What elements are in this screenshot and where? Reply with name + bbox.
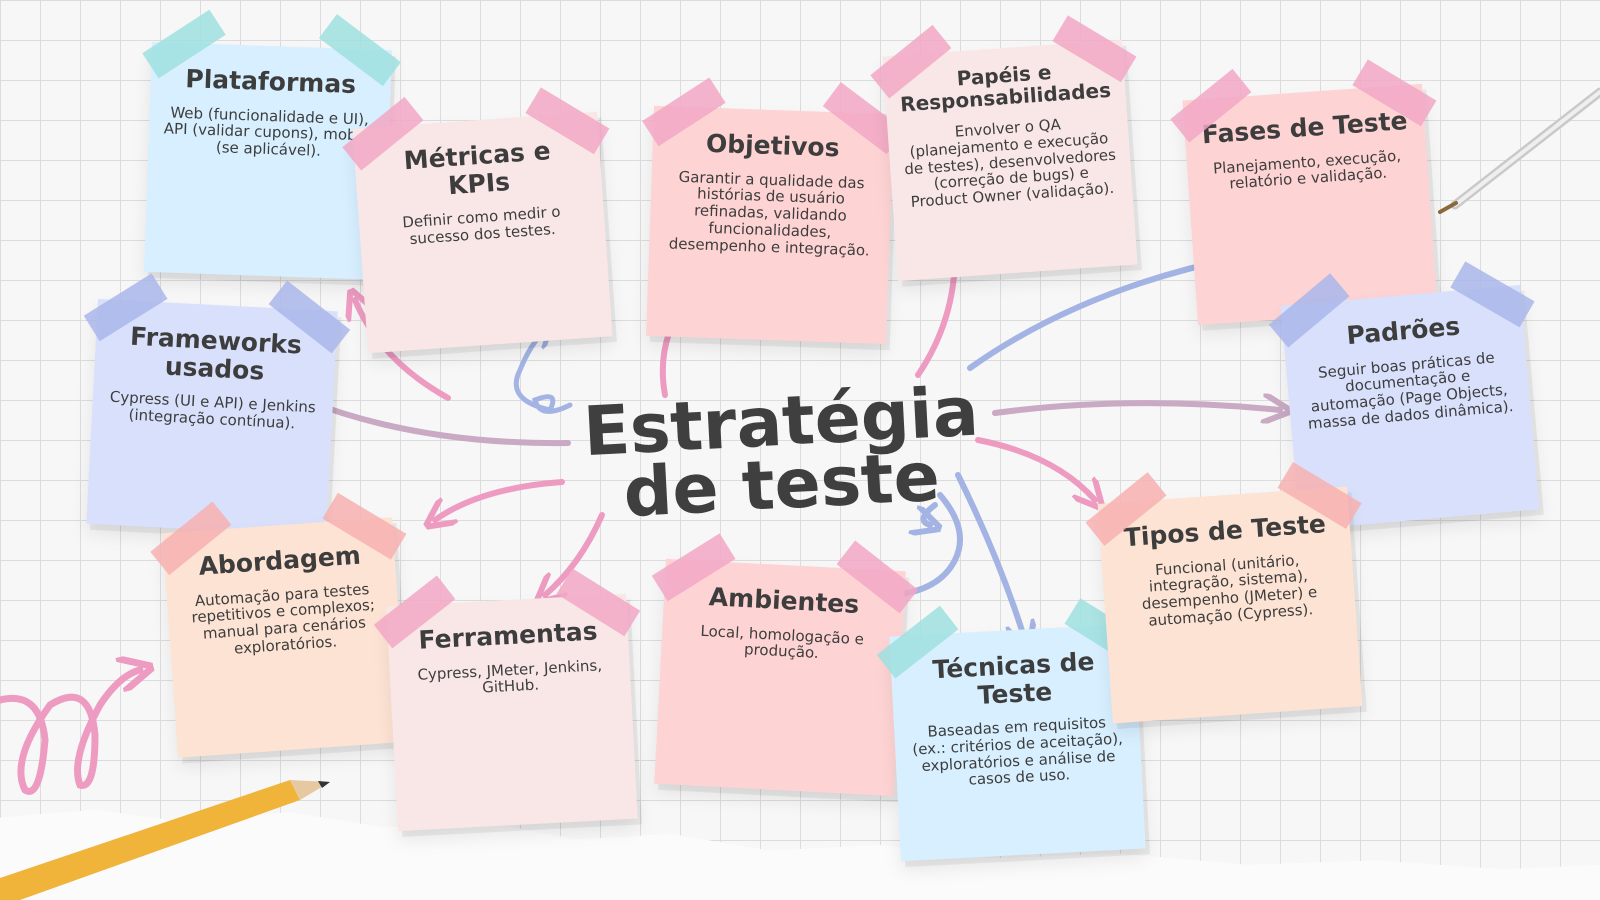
arrow-to-metricas-loop <box>513 330 573 414</box>
arrow-to-abordagem <box>435 479 565 520</box>
note-text: Cypress (UI e API) e Jenkins (integração… <box>109 387 317 433</box>
note-text: Planejamento, execução, relatório e vali… <box>1212 146 1402 193</box>
note-text: Baseadas em requisitos (ex.: critérios d… <box>911 713 1124 789</box>
note-abordagem: Abordagem Automação para testes repetiti… <box>150 492 408 758</box>
note-tipos: Tipos de Teste Funcional (unitário, inte… <box>1085 462 1363 724</box>
main-title: Estratégia de teste <box>582 373 981 533</box>
note-tecnicas: Técnicas de Teste Baseadas em requisitos… <box>876 598 1149 862</box>
note-title: Abordagem <box>197 540 362 581</box>
arrow-to-tecnicas <box>955 472 1025 640</box>
note-text: Local, homologação e produção. <box>700 621 865 663</box>
note-title: Ferramentas <box>417 616 599 655</box>
note-title: Padrões <box>1345 311 1462 351</box>
note-title: Objetivos <box>705 128 841 163</box>
arrow-to-metricas <box>355 300 451 401</box>
note-title: Frameworks usados <box>129 321 303 386</box>
arrow-to-ambientes <box>892 492 963 598</box>
arrow-to-ferramentas <box>545 512 605 595</box>
note-text: Seguir boas práticas de documentação e a… <box>1307 347 1515 433</box>
note-ferramentas: Ferramentas Cypress, JMeter, Jenkins, Gi… <box>373 568 641 832</box>
note-title: Tipos de Teste <box>1122 509 1327 553</box>
doodle-loop-arrow <box>0 670 140 795</box>
note-title: Técnicas de Teste <box>931 646 1096 710</box>
pencil-icon <box>0 780 330 900</box>
note-title: Plataformas <box>184 64 357 100</box>
note-text: Envolver o QA (planejamento e execução d… <box>903 115 1117 212</box>
arrow-to-padroes <box>992 403 1280 413</box>
note-title: Ambientes <box>708 582 860 620</box>
note-text: Funcional (unitário, integração, sistema… <box>1141 550 1318 630</box>
arrow-to-tipos <box>975 437 1095 500</box>
note-papeis: Papéis e Responsabilidades Envolver o QA… <box>870 15 1138 282</box>
note-objetivos: Objetivos Garantir a qualidade das histó… <box>642 77 905 345</box>
note-text: Automação para testes repetitivos e comp… <box>190 579 376 658</box>
note-title: Métricas e KPIs <box>402 136 552 200</box>
note-ambientes: Ambientes Local, homologação e produção. <box>651 533 919 797</box>
note-text: Web (funcionalidade e UI), API (validar … <box>163 103 375 160</box>
note-text: Cypress, JMeter, Jenkins, GitHub. <box>417 655 603 697</box>
arrow-to-frameworks <box>305 400 571 447</box>
title-line-2: de teste <box>621 437 942 533</box>
note-title: Fases de Teste <box>1200 106 1409 150</box>
note-metricas: Métricas e KPIs Definir como medir o suc… <box>342 87 613 354</box>
note-text: Garantir a qualidade das histórias de us… <box>668 167 870 260</box>
pen-icon <box>1438 87 1600 214</box>
note-text: Definir como medir o sucesso dos testes. <box>401 202 562 248</box>
